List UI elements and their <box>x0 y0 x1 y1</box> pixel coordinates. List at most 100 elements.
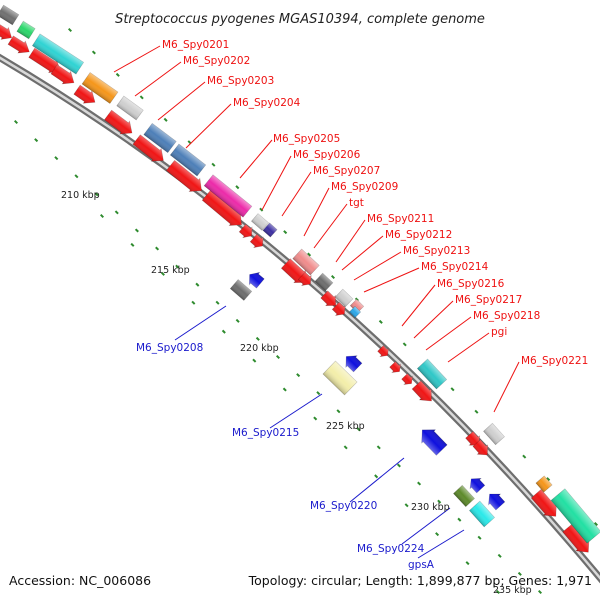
gene-arrow[interactable] <box>132 133 169 167</box>
gene-arrow[interactable] <box>376 344 392 360</box>
scale-tick <box>450 387 455 392</box>
gene-arrow[interactable] <box>341 351 364 374</box>
scale-tick <box>497 553 502 558</box>
gene-box[interactable] <box>416 358 448 390</box>
gene-label[interactable]: M6_Spy0215 <box>232 427 299 439</box>
gene-arrow[interactable] <box>471 438 492 459</box>
gene-arrow[interactable] <box>415 423 448 456</box>
gene-box[interactable] <box>453 484 475 508</box>
reverse-gene-labels: M6_Spy0208 M6_Spy0215 M6_Spy0220 M6_Spy0… <box>136 342 435 571</box>
gene-arrow[interactable] <box>319 289 340 310</box>
scale-tick <box>296 373 301 378</box>
gene-arrow[interactable] <box>466 474 487 494</box>
gene-box[interactable] <box>169 143 207 177</box>
scale-tick <box>435 532 440 537</box>
gene-label[interactable]: M6_Spy0218 <box>473 310 540 322</box>
gene-box[interactable] <box>550 488 600 544</box>
gene-label[interactable]: M6_Spy0205 <box>273 133 340 145</box>
gene-label[interactable]: M6_Spy0212 <box>385 229 452 241</box>
gene-label[interactable]: M6_Spy0217 <box>455 294 522 306</box>
gene-arrow[interactable] <box>331 301 349 319</box>
leader-line <box>157 81 206 121</box>
gene-box[interactable] <box>314 272 334 292</box>
scale-tick <box>465 561 470 566</box>
gene-arrow[interactable] <box>411 379 438 406</box>
gene-label[interactable]: M6_Spy0216 <box>437 278 505 290</box>
gene-arrow[interactable] <box>165 159 207 197</box>
gene-label[interactable]: M6_Spy0201 <box>162 39 229 51</box>
gene-label[interactable]: M6_Spy0220 <box>310 500 377 512</box>
gene-box[interactable] <box>483 422 505 446</box>
gene-label[interactable]: M6_Spy0202 <box>183 55 250 67</box>
scale-tick <box>282 387 287 392</box>
scale-tick <box>477 535 482 540</box>
scale-tick <box>316 391 321 396</box>
label-leader-lines <box>113 45 520 559</box>
gene-arrow[interactable] <box>249 233 267 251</box>
scale-tick <box>134 228 139 233</box>
scale-tick <box>417 481 422 486</box>
gene-box[interactable] <box>31 33 85 75</box>
gene-arrow[interactable] <box>0 22 15 43</box>
gene-box[interactable] <box>262 222 278 238</box>
gene-label[interactable]: M6_Spy0221 <box>521 355 588 367</box>
gene-label[interactable]: M6_Spy0209 <box>331 181 398 193</box>
scale-tick <box>313 416 318 421</box>
gene-label[interactable]: M6_Spy0211 <box>367 213 434 225</box>
gene-box[interactable] <box>348 305 362 319</box>
gene-arrow[interactable] <box>388 360 404 376</box>
gene-arrow[interactable] <box>7 34 33 58</box>
gene-box[interactable] <box>334 288 354 308</box>
gene-label[interactable]: M6_Spy0208 <box>136 342 203 354</box>
gene-label[interactable]: M6_Spy0204 <box>233 97 301 109</box>
gene-box[interactable] <box>81 72 119 104</box>
gene-label[interactable]: M6_Spy0213 <box>403 245 470 257</box>
gene-label[interactable]: pgi <box>491 326 507 338</box>
gene-label[interactable]: tgt <box>349 197 364 209</box>
gene-box[interactable] <box>16 20 36 40</box>
scale-tick <box>336 409 341 414</box>
scale-tick <box>91 50 96 55</box>
scale-tick <box>402 342 407 347</box>
gene-box[interactable] <box>322 360 358 396</box>
scale-tick <box>376 445 381 450</box>
gene-label[interactable]: M6_Spy0224 <box>357 543 425 555</box>
gene-box[interactable] <box>292 248 320 276</box>
leader-line <box>401 507 451 545</box>
gene-arrow[interactable] <box>297 271 315 289</box>
gene-label[interactable]: gpsA <box>408 559 435 571</box>
gene-label[interactable]: M6_Spy0206 <box>293 149 361 161</box>
scale-tick <box>211 162 216 167</box>
gene-label[interactable]: M6_Spy0207 <box>313 165 380 177</box>
scale-tick <box>343 445 348 450</box>
gene-box[interactable] <box>229 279 253 301</box>
gene-label[interactable]: M6_Spy0203 <box>207 75 274 87</box>
scale-label: 220 kbp <box>240 343 279 354</box>
gene-arrow[interactable] <box>280 257 312 289</box>
gene-arrow[interactable] <box>400 372 416 388</box>
gene-box[interactable] <box>116 95 144 121</box>
gene-arrow[interactable] <box>73 84 100 109</box>
gene-arrow[interactable] <box>50 63 78 89</box>
leader-line <box>174 305 227 341</box>
scale-tick <box>74 174 79 179</box>
gene-arrow[interactable] <box>103 109 137 140</box>
gene-box[interactable] <box>0 4 20 26</box>
gene-arrow[interactable] <box>244 268 265 289</box>
gene-arrow[interactable] <box>484 489 507 512</box>
gene-arrow[interactable] <box>464 430 484 450</box>
gene-box[interactable] <box>143 122 177 154</box>
map-title: Streptococcus pyogenes MGAS10394, comple… <box>115 12 485 27</box>
gene-arrow[interactable] <box>238 223 256 241</box>
gene-box[interactable] <box>251 213 269 231</box>
leader-line <box>335 219 366 263</box>
gene-box[interactable] <box>469 500 495 528</box>
scale-label: 230 kbp <box>411 502 450 513</box>
scale-tick <box>356 427 361 432</box>
gene-label[interactable]: M6_Spy0214 <box>421 261 489 273</box>
gene-box[interactable] <box>203 174 253 218</box>
gene-box[interactable] <box>535 475 553 493</box>
scale-tick <box>546 477 551 482</box>
leader-line <box>134 61 182 97</box>
